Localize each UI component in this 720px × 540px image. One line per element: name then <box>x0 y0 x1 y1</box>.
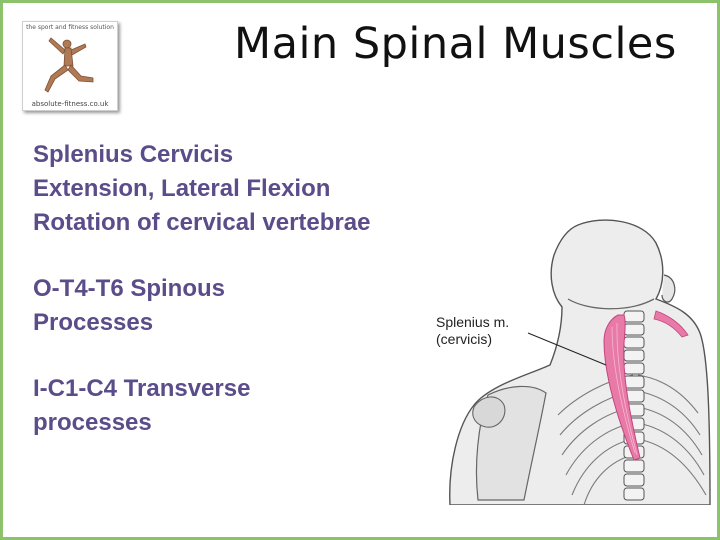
logo-bottom-text: absolute-fitness.co.uk <box>31 100 109 108</box>
muscle-label-line-2: (cervicis) <box>436 331 492 347</box>
origin-line-2: Processes <box>33 309 154 336</box>
upper-neck-muscle <box>653 310 689 338</box>
muscle-fibers <box>611 322 638 456</box>
muscle-label-line-1: Splenius m. <box>436 314 509 330</box>
origin-line-1: O-T4-T6 Spinous <box>33 275 225 302</box>
skull-base <box>567 298 655 310</box>
muscle-info-block: Splenius Cervicis Extension, Lateral Fle… <box>33 138 370 240</box>
muscle-action-line-1: Extension, Lateral Flexion <box>33 175 331 202</box>
slide-title: Main Spinal Muscles <box>234 19 677 69</box>
label-leader-line <box>527 332 607 366</box>
humeral-head <box>472 396 506 428</box>
insertion-line-2: processes <box>33 409 152 436</box>
origin-block: O-T4-T6 Spinous Processes <box>33 272 225 340</box>
logo: the sport and fitness solution absolute-… <box>22 21 118 111</box>
muscle-action-line-2: Rotation of cervical vertebrae <box>33 209 371 236</box>
logo-top-text: the sport and fitness solution <box>26 24 114 31</box>
insertion-block: I-C1-C4 Transverse processes <box>33 372 250 440</box>
ear <box>661 274 676 303</box>
leaping-figure-icon <box>44 37 94 93</box>
muscle-name: Splenius Cervicis <box>33 141 234 168</box>
insertion-line-1: I-C1-C4 Transverse <box>33 375 251 402</box>
splenius-cervicis-illustration: Splenius m. (cervicis) <box>436 219 711 505</box>
